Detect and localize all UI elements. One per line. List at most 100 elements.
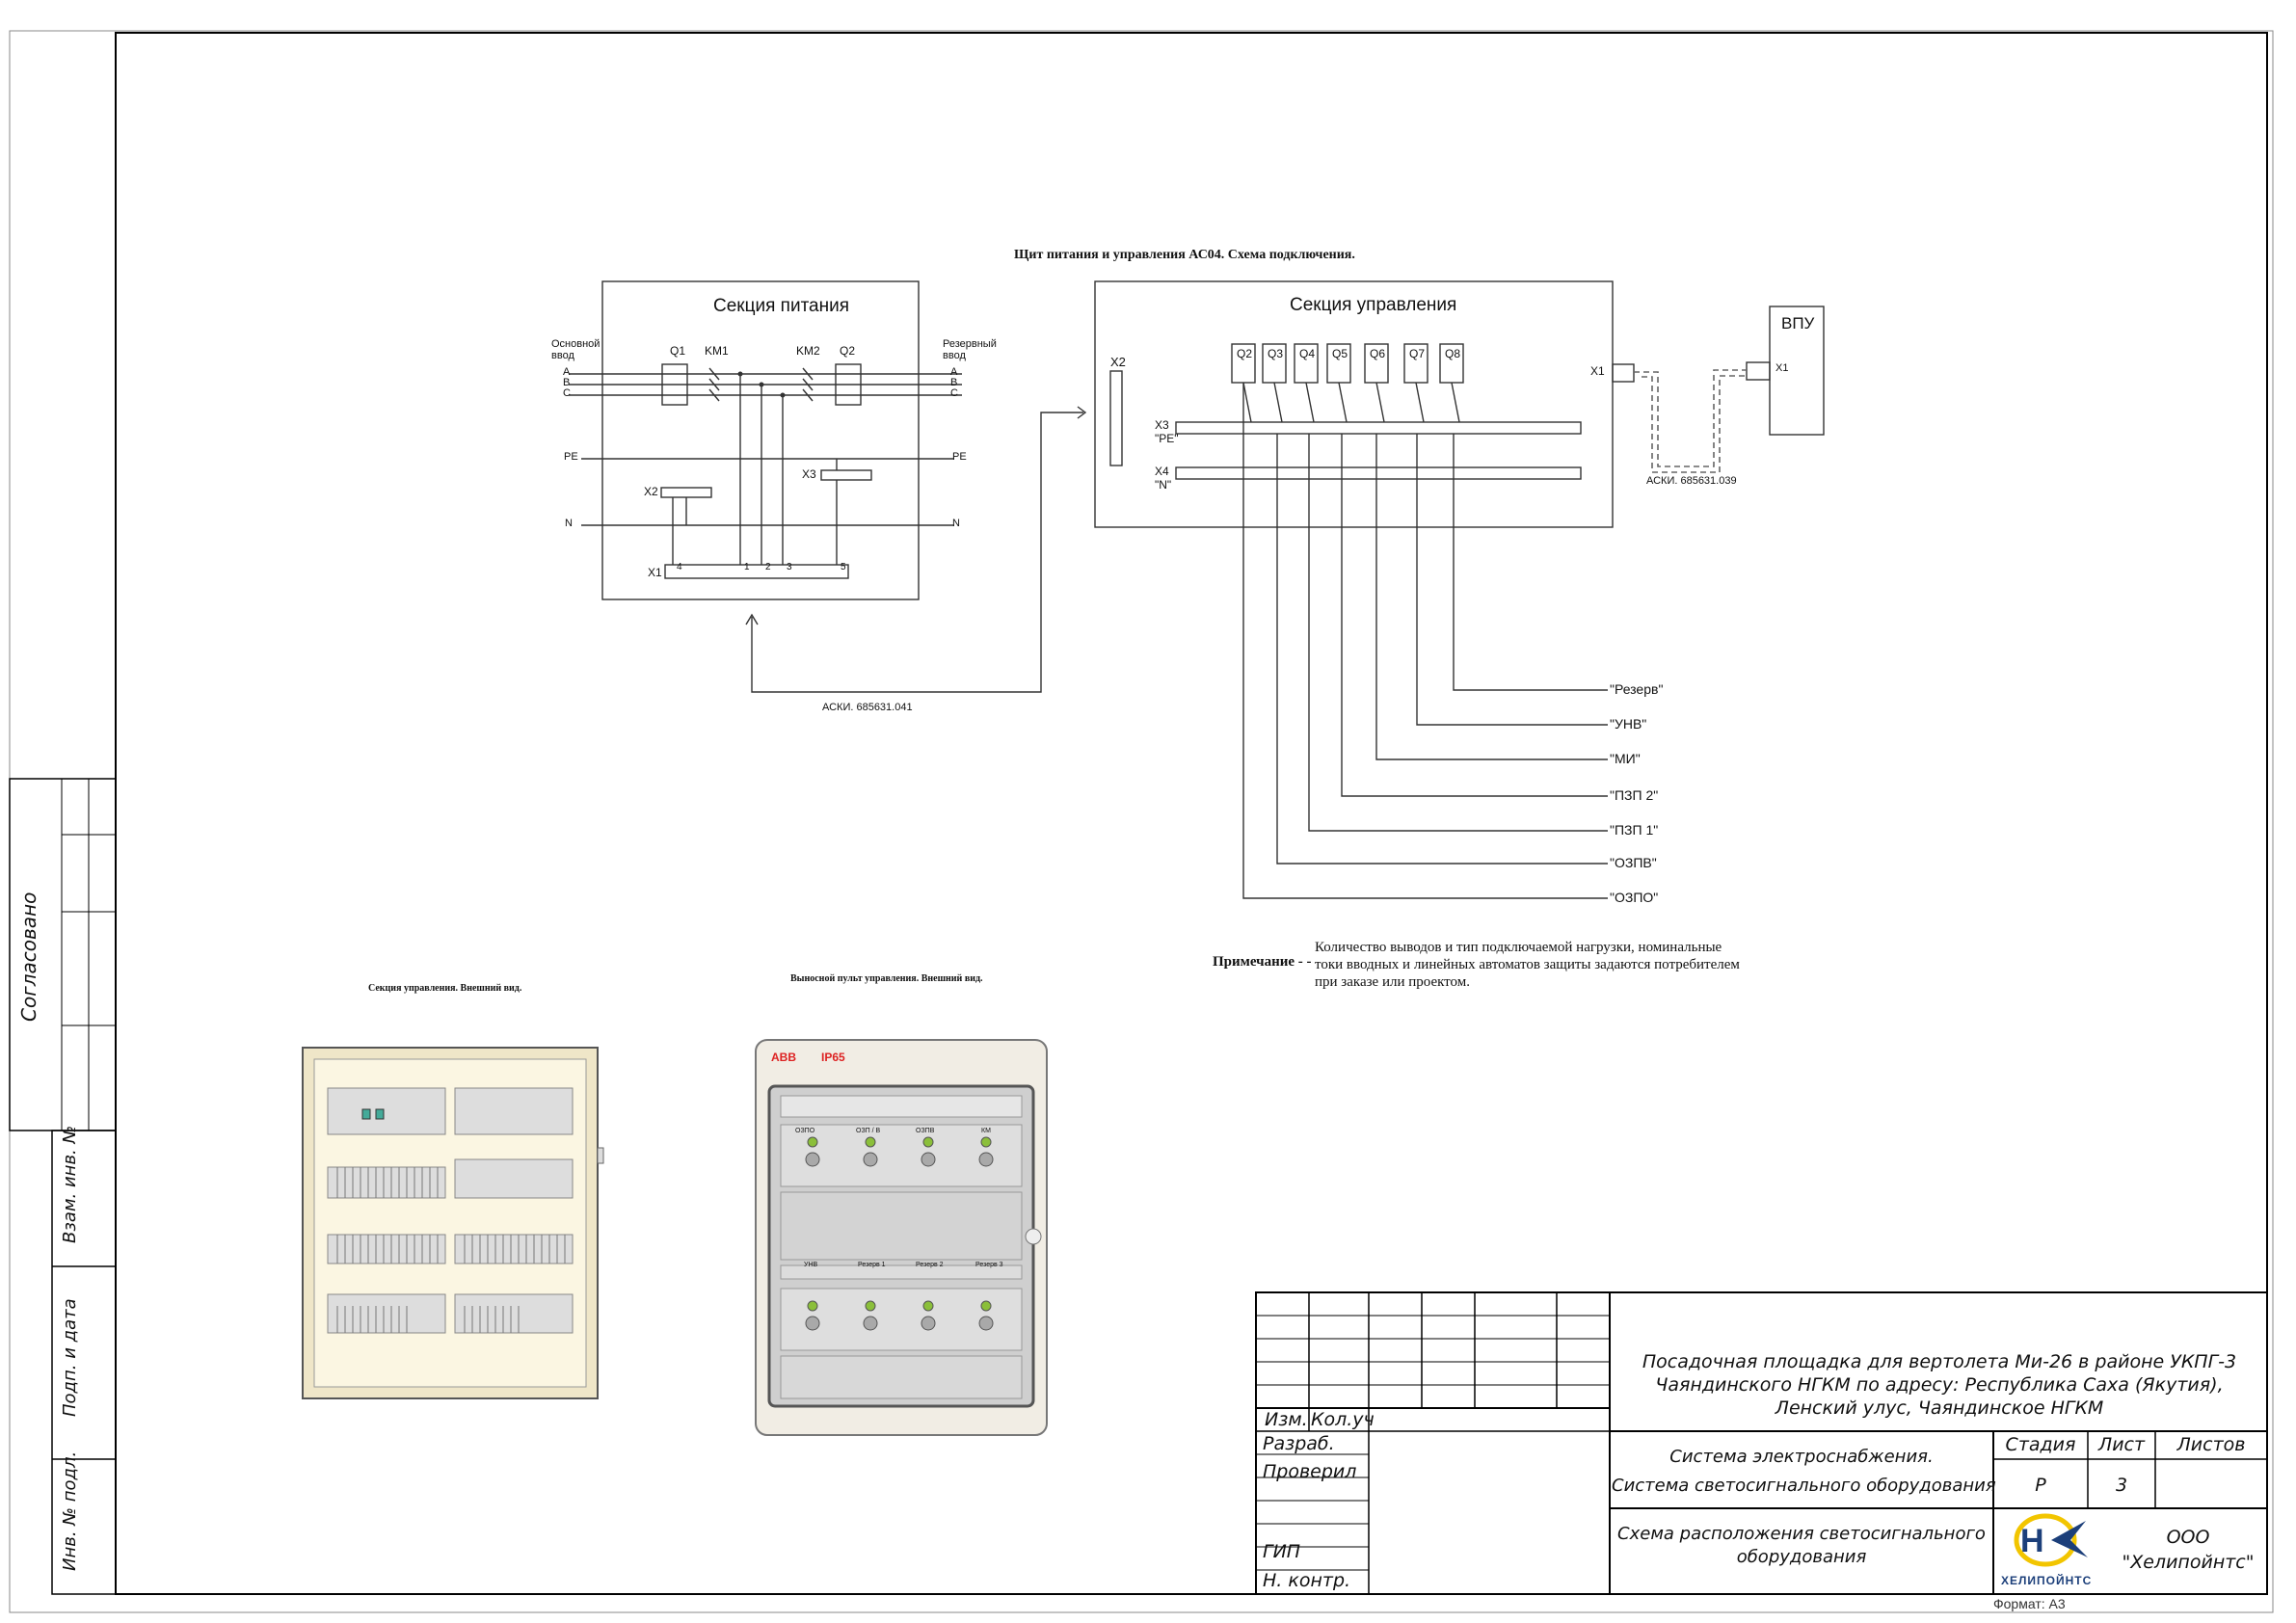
x4-n-label: X4 "N"	[1155, 465, 1171, 492]
cabinet-caption: Секция управления. Внешний вид.	[368, 983, 522, 994]
q1-label: Q1	[670, 344, 686, 358]
system-line-1: Система электроснабжения.	[1669, 1447, 1934, 1467]
sheets-header: Листов	[2176, 1434, 2246, 1455]
output-ozpv: "ОЗПВ"	[1610, 855, 1657, 870]
system-line-2: Система светосигнального оборудования	[1612, 1476, 1996, 1496]
stage-header: Стадия	[2005, 1434, 2076, 1455]
pe-right: PE	[952, 451, 967, 463]
sheet-title-line-2: оборудования	[1736, 1547, 1867, 1567]
main-input-line-1: Основной	[551, 338, 601, 350]
system-title: Система электроснабжения. Система светос…	[1612, 1443, 1996, 1501]
x1-label-control: X1	[1590, 364, 1605, 378]
note-line-1: Количество выводов и тип подключаемой на…	[1315, 940, 1722, 955]
pe-left: PE	[564, 451, 578, 463]
role-developer: Разраб.	[1263, 1433, 1335, 1454]
remote-panel-caption: Выносной пульт управления. Внешний вид.	[790, 973, 983, 984]
phase-c-right: C	[950, 387, 958, 399]
panel-row2-label-3: Резерв 2	[916, 1262, 944, 1268]
output-unv: "УНВ"	[1610, 716, 1647, 732]
role-chief-engineer: ГИП	[1263, 1541, 1301, 1562]
role-izm: Изм.	[1265, 1409, 1308, 1430]
phase-b-right: B	[950, 377, 958, 388]
output-ozpo: "ОЗПО"	[1610, 890, 1659, 905]
note-line-3: при заказе или проектом.	[1315, 974, 1471, 990]
panel-row2-label-1: УНВ	[804, 1262, 818, 1268]
ctrl-q2: Q2	[1237, 347, 1253, 360]
n-quoted: "N"	[1155, 478, 1172, 492]
sheet-header: Лист	[2097, 1434, 2146, 1455]
role-checked: Проверил	[1263, 1461, 1357, 1482]
logo-text: ХЕЛИПОЙНТС	[2001, 1574, 2093, 1587]
panel-brand: ABB	[771, 1051, 796, 1064]
panel-ip: IP65	[821, 1051, 845, 1064]
output-pzp1: "ПЗП 1"	[1610, 822, 1659, 838]
q2-label: Q2	[840, 344, 856, 358]
reserve-input-label: Резервный ввод	[943, 338, 997, 361]
x3-label-power: X3	[802, 467, 816, 481]
project-line-2: Чаяндинского НГКМ по адресу: Республика …	[1655, 1374, 2224, 1396]
x1-pin-1: 1	[744, 562, 750, 572]
note-label: Примечание - -	[1213, 954, 1312, 970]
x1-pin-2: 2	[765, 562, 771, 572]
phase-b-left: B	[563, 377, 571, 388]
phase-a-right: A	[950, 366, 958, 378]
sheet-title-line-1: Схема расположения светосигнального	[1617, 1524, 1986, 1544]
drawing-title: Щит питания и управления АС04. Схема под…	[1014, 248, 1355, 262]
panel-row1-label-3: ОЗПВ	[916, 1128, 935, 1134]
cable-041: АСКИ. 685631.041	[822, 702, 913, 713]
phase-a-left: A	[563, 366, 571, 378]
sheet-title: Схема расположения светосигнального обор…	[1612, 1523, 1991, 1569]
vpu-title: ВПУ	[1781, 314, 1815, 333]
main-input-label: Основной ввод	[551, 338, 600, 361]
panel-row2-label-4: Резерв 3	[975, 1262, 1003, 1268]
ctrl-q5: Q5	[1332, 347, 1348, 360]
vpu-x1-label: X1	[1775, 362, 1789, 374]
project-line-1: Посадочная площадка для вертолета Ми-26 …	[1642, 1351, 2237, 1372]
x2-label-control: X2	[1110, 355, 1126, 369]
x2-label-power: X2	[644, 485, 658, 498]
company-line-1: ООО	[2166, 1527, 2210, 1548]
x3-pe-label: X3 "PE"	[1155, 418, 1179, 445]
stage-value: Р	[2035, 1475, 2046, 1496]
sheet-value: 3	[2115, 1475, 2128, 1496]
n-right: N	[952, 518, 960, 529]
svg-text:H: H	[2020, 1523, 2044, 1559]
output-reserve: "Резерв"	[1610, 681, 1664, 697]
company-line-2: "Хелипойнтс"	[2122, 1552, 2255, 1573]
power-section-title: Секция питания	[713, 296, 850, 316]
panel-row1-label-2: ОЗП / В	[856, 1128, 881, 1134]
km2-label: KM2	[796, 344, 820, 358]
ctrl-q8: Q8	[1445, 347, 1461, 360]
pe-quoted: "PE"	[1155, 432, 1179, 445]
note-body: Количество выводов и тип подключаемой на…	[1315, 939, 1740, 991]
main-input-line-2: ввод	[551, 350, 574, 361]
role-kolvo: Кол.уч	[1311, 1409, 1375, 1430]
cabinet-illustration	[302, 1047, 604, 1399]
reserve-input-line-1: Резервный	[943, 338, 997, 350]
ctrl-q7: Q7	[1409, 347, 1426, 360]
panel-row1-label-4: КМ	[981, 1128, 991, 1134]
project-title: Посадочная площадка для вертолета Ми-26 …	[1612, 1350, 2267, 1420]
reserve-input-line-2: ввод	[943, 350, 966, 361]
cable-039: АСКИ. 685631.039	[1646, 475, 1737, 487]
x4-label: X4	[1155, 465, 1169, 478]
company-name: ООО "Хелипойнтс"	[2111, 1525, 2265, 1575]
panel-row1-label-1: ОЗПО	[795, 1128, 815, 1134]
x1-pin-5: 5	[841, 562, 846, 572]
km1-label: KM1	[705, 344, 729, 358]
output-pzp2: "ПЗП 2"	[1610, 787, 1659, 803]
x1-pin-3: 3	[787, 562, 792, 572]
note-line-2: токи вводных и линейных автоматов защиты…	[1315, 957, 1740, 972]
ctrl-q6: Q6	[1370, 347, 1386, 360]
remote-panel-illustration	[755, 1039, 1048, 1436]
n-left: N	[565, 518, 573, 529]
role-norm-control: Н. контр.	[1263, 1570, 1351, 1591]
ctrl-q4: Q4	[1299, 347, 1316, 360]
ctrl-q3: Q3	[1268, 347, 1284, 360]
project-line-3: Ленский улус, Чаяндинское НГКМ	[1775, 1397, 2104, 1419]
x2-pin-4: 4	[677, 562, 682, 572]
helipoints-logo: H	[2014, 1513, 2088, 1567]
